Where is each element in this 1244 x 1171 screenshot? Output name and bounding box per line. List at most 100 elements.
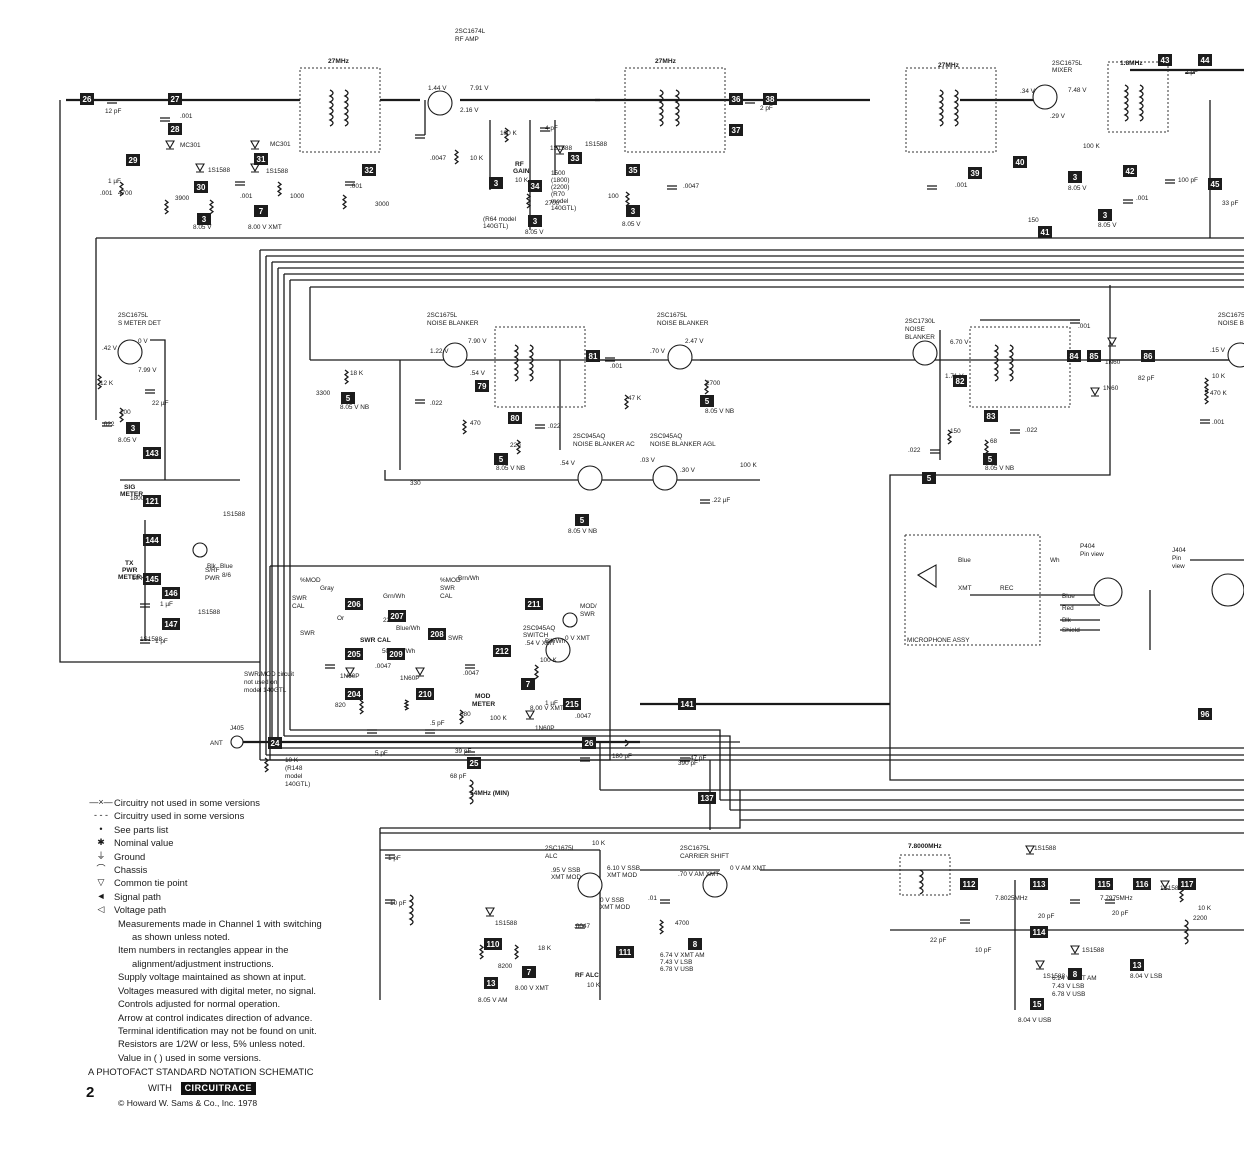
schematic-label: 1 pF [155, 638, 168, 645]
schematic-label: 1N60P [340, 673, 360, 680]
schematic-label: 12 pF [105, 108, 121, 115]
test-point-bg [1095, 878, 1113, 890]
legend-item-label: Chassis [114, 864, 148, 876]
schematic-label: .0047 [574, 923, 590, 930]
resistor-symbol [525, 193, 532, 209]
schematic-label: 2 pF [760, 105, 773, 112]
test-point-box: 144 [143, 534, 161, 546]
test-point-box: 31 [254, 153, 268, 165]
test-point-box: 8 [688, 938, 702, 950]
shield-can [299, 67, 381, 153]
test-point-number: 3 [131, 424, 136, 433]
test-point-box: 26 [80, 93, 94, 105]
schematic-label: 2SC1675L [657, 312, 688, 319]
legend-item-label: Ground [114, 850, 146, 862]
legend-footer-line: A PHOTOFACT STANDARD NOTATION SCHEMATIC [88, 1066, 314, 1078]
schematic-label: 470 K [1210, 390, 1227, 397]
shield-can [905, 67, 997, 153]
legend-note: Resistors are 1/2W or less, 5% unless no… [118, 1038, 306, 1050]
transformer-coil [993, 344, 999, 382]
schematic-label: NOISE BLANKER [427, 320, 479, 327]
schematic-label: XMT [958, 585, 972, 592]
schematic-label: 220 [510, 442, 521, 449]
resistor-symbol [478, 944, 485, 960]
mic-plug [1093, 577, 1123, 607]
schematic-label: 6.10 V SSB [607, 865, 640, 872]
test-point-bg [80, 93, 94, 105]
test-point-bg [616, 946, 634, 958]
schematic-label: 7.43 V LSB [1052, 983, 1084, 990]
test-point-number: 42 [1126, 167, 1135, 176]
page-number: 2 [86, 1084, 95, 1101]
resistor-symbol [263, 757, 270, 773]
wire [904, 534, 1041, 646]
test-point-number: 45 [1211, 180, 1220, 189]
schematic-label: 1N60P [535, 725, 555, 732]
test-point-number: 13 [487, 979, 496, 988]
test-point-bg [168, 93, 182, 105]
schematic-label: 7.7975MHz [1100, 895, 1133, 902]
legend-note: Arrow at control indicates direction of … [118, 1011, 313, 1023]
capacitor-symbol [465, 751, 475, 756]
schematic-label: RF [515, 161, 524, 168]
test-point-number: 40 [1016, 158, 1025, 167]
schematic-label: .0047 [430, 155, 446, 162]
test-point-bg [1030, 998, 1044, 1010]
test-point-number: 116 [1136, 880, 1149, 889]
schematic-label: 10 K [1198, 905, 1212, 912]
schematic-label: SWITCH [523, 632, 549, 639]
test-point-number: 41 [1041, 228, 1050, 237]
schematic-label: 180 pF [612, 753, 632, 760]
schematic-label: 820 [335, 702, 346, 709]
test-point-bg [362, 164, 376, 176]
schematic-label: (R148 [285, 765, 303, 772]
test-point-number: 211 [528, 600, 541, 609]
legend-note: Controls adjusted for normal operation. [118, 998, 281, 1010]
transformer-coil [624, 739, 629, 747]
schematic-label: 1 µF [108, 178, 121, 185]
test-point-box: 146 [162, 587, 180, 599]
capacitor-symbol [145, 389, 155, 394]
schematic-label: 1S1588 [585, 141, 607, 148]
transistor-symbol [667, 344, 693, 370]
test-point-number: 28 [171, 125, 180, 134]
schematic-label: 8.05 V [525, 229, 544, 236]
test-point-bg [1198, 708, 1212, 720]
capacitor-symbol [535, 424, 545, 429]
test-point-bg [582, 737, 596, 749]
test-point-number: 137 [700, 794, 714, 803]
schematic-label: 390 pF [678, 760, 698, 767]
resistor-symbol [96, 374, 103, 390]
schematic-label: .001 [610, 363, 623, 370]
test-point-box: 37 [729, 124, 743, 136]
schematic-label: MIXER [1052, 67, 1073, 74]
schematic-label: .70 V [650, 348, 666, 355]
test-point-number: 35 [629, 166, 638, 175]
schematic-label: CAL [292, 603, 305, 610]
diode-symbol [1090, 387, 1100, 397]
resistor-symbol [453, 149, 460, 165]
schematic-label: 10 K [470, 155, 484, 162]
test-point-number: 5 [705, 397, 710, 406]
resistor-symbol [623, 394, 630, 410]
star-icon: ✱ [97, 837, 105, 848]
schematic-label: 100 K [500, 130, 517, 137]
wire [889, 285, 1244, 781]
test-point-box: 145 [143, 573, 161, 585]
schematic-label: 27MHz [328, 58, 350, 65]
legend-item-label: Common tie point [114, 877, 188, 889]
schematic-label: 68 [990, 438, 998, 445]
test-point-bg [968, 167, 982, 179]
test-point-box: 86 [1141, 350, 1155, 362]
schematic-label: 10 pF [390, 900, 406, 907]
test-point-number: 117 [1181, 880, 1194, 889]
test-point-bg [143, 573, 161, 585]
test-point-bg [493, 645, 511, 657]
test-point-box: 114 [1030, 926, 1048, 938]
schematic-label: .001 [180, 113, 193, 120]
resistor-symbol [118, 407, 125, 423]
schematic-label: (1800) [551, 177, 569, 184]
schematic-label: METER [120, 491, 143, 498]
test-point-bg [428, 628, 446, 640]
legend-item-label: See parts list [114, 823, 169, 835]
